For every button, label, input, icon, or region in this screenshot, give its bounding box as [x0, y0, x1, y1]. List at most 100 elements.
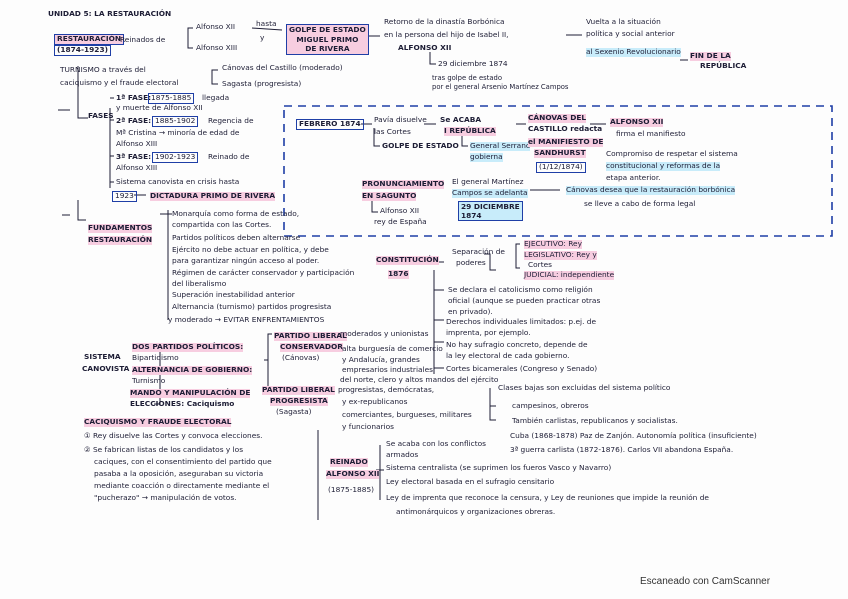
reinado-item-2: armados	[386, 450, 419, 459]
caciq-item-1: ① Rey disuelve las Cortes y convoca elec…	[84, 431, 263, 440]
const-item-6: No hay sufragio concreto, depende de	[446, 340, 588, 349]
firma-manifiesto: firma el manifiesto	[616, 129, 686, 138]
progresista-2: PROGRESISTA	[270, 396, 328, 406]
caciq-item-6: "pucherazo" → manipulación de votos.	[94, 493, 237, 502]
fase-3-label: 3ª FASE:	[116, 152, 152, 161]
y-text: y	[260, 33, 265, 42]
const-item-8: Cortes bicamerales (Congreso y Senado)	[446, 364, 598, 373]
progresista-1: PARTIDO LIBERAL	[262, 385, 335, 395]
fase-2-text3: Alfonso XIII	[116, 139, 158, 148]
vuelta-2: política y social anterior	[586, 29, 675, 38]
const-item-3: en privado).	[448, 307, 493, 316]
pavia-1: Pavía disuelve	[374, 115, 427, 124]
cons-text-3: y Andalucía, grandes	[342, 355, 420, 364]
turnismo-1: TURNISMO a través del	[60, 65, 146, 74]
reinado-1: REINADO	[330, 457, 368, 467]
reinado-item-6: Ley electoral basada en el sufragio cens…	[386, 477, 555, 486]
fase-3-text: Reinado de	[208, 152, 250, 161]
poder-ejecutivo: EJECUTIVO: Rey	[524, 239, 582, 249]
crisis-text: Sistema canovista en crisis hasta	[116, 177, 240, 186]
reinado-item-1: Se acaba con los conflictos	[386, 439, 486, 448]
fundamentos-1: FUNDAMENTOS	[88, 223, 153, 233]
retorno-golpe-2: por el general Arsenio Martínez Campos	[432, 83, 569, 91]
canovas-desea-1: Cánovas desea que la restauración borbón…	[566, 185, 736, 195]
sistema-item-3: ALTERNANCIA DE GOBIERNO:	[132, 365, 253, 375]
caciq-item-2: ② Se fabrican listas de los candidatos y…	[84, 445, 244, 454]
fase-1-text2: y muerte de Alfonso XII	[116, 103, 203, 112]
compromiso-3: etapa anterior.	[606, 173, 661, 182]
vuelta-1: Vuelta a la situación	[586, 17, 661, 26]
sistema-item-5: MANDO Y MANIPULACIÓN DE	[130, 388, 251, 398]
progresista-3: (Sagasta)	[276, 407, 312, 416]
constitucion-2: 1876	[388, 269, 409, 279]
separacion-2: poderes	[456, 258, 486, 267]
fin-republica-1: FIN DE LA	[690, 51, 731, 61]
canovas-3: el MANIFIESTO DE	[528, 137, 604, 147]
const-item-4: Derechos individuales limitados: p.ej. d…	[446, 317, 597, 326]
alfonso-xii-dashed: ALFONSO XII	[610, 117, 664, 127]
fundamento-8: Superación inestabilidad anterior	[172, 290, 295, 299]
retorno-golpe-1: tras golpe de estado	[432, 74, 503, 82]
cons-text-2: alta burguesía de comercio	[342, 344, 443, 353]
retorno-alfonso: ALFONSO XII	[398, 43, 452, 52]
party-canovas: Cánovas del Castillo (moderado)	[222, 63, 343, 72]
king-alfonso-xiii: Alfonso XIII	[196, 43, 238, 52]
poder-judicial: JUDICIAL: independiente	[524, 270, 615, 280]
poder-legislativo: LEGISLATIVO: Rey y	[524, 250, 597, 260]
dictadura-label: DICTADURA PRIMO DE RIVERA	[150, 191, 276, 201]
king-alfonso-xii: Alfonso XII	[196, 22, 236, 31]
fundamento-3: Partidos políticos deben alternarse	[172, 233, 301, 242]
prog-text-1: progresistas, demócratas,	[338, 385, 435, 394]
fundamento-5: para garantizar ningún acceso al poder.	[172, 256, 320, 265]
pronunciamiento-2: EN SAGUNTO	[362, 191, 417, 201]
pronunciamiento-1: PRONUNCIAMIENTO	[362, 179, 445, 189]
cons-text-4: empresarios industriales	[342, 365, 433, 374]
serrano-2: gobierna	[470, 152, 503, 162]
reinado-item-3: Cuba (1868-1878) Paz de Zanjón. Autonomí…	[510, 431, 757, 440]
scanner-watermark: Escaneado con CamScanner	[640, 576, 771, 587]
sistema-1: SISTEMA	[84, 352, 121, 361]
reinado-item-5: Sistema centralista (se suprimen los fue…	[386, 463, 612, 472]
fase-2-text2: Mª Cristina → minoría de edad de	[116, 128, 240, 137]
party-sagasta: Sagasta (progresista)	[222, 79, 302, 88]
serrano-1: General Serrano	[470, 141, 531, 151]
canovas-4: SANDHURST	[534, 148, 586, 158]
const-item-1: Se declara el catolicismo como religión	[448, 285, 593, 294]
fin-republica-2: REPÚBLICA	[700, 61, 747, 70]
cons-text-1: moderados y unionistas	[340, 329, 429, 338]
retorno-line-1: Retorno de la dinastía Borbónica	[384, 17, 505, 26]
fase-1-years: 1875-1885	[148, 93, 195, 104]
fase-1-label: 1ª FASE:	[116, 93, 152, 102]
fundamento-1: Monarquía como forma de estado,	[172, 209, 300, 218]
hasta-text: hasta	[256, 19, 277, 28]
prog-text-2: y ex-republicanos	[342, 397, 408, 406]
prog-text-3: comerciantes, burgueses, militares	[342, 410, 472, 419]
reinados-de: Reinados de	[120, 35, 166, 44]
martinez-2: Campos se adelanta	[452, 188, 528, 198]
alfonso-rey-1: Alfonso XII	[380, 206, 420, 215]
golpe-estado-1874: GOLPE DE ESTADO	[382, 141, 459, 150]
sistema-item-6: ELECCIONES: Caciquismo	[130, 399, 235, 408]
sistema-item-4: Turnismo	[132, 376, 166, 385]
fundamento-4: Ejército no debe actuar en política, y d…	[172, 245, 329, 254]
fase-3-text2: Alfonso XIII	[116, 163, 158, 172]
restauracion-label: RESTAURACIÓN	[54, 34, 125, 45]
sistema-2: CANOVISTA	[82, 364, 130, 373]
poder-cortes: Cortes	[528, 260, 553, 269]
fundamento-2: compartida con las Cortes.	[172, 220, 272, 229]
caciq-item-5: mediante coacción o directamente mediant…	[94, 481, 270, 490]
sistema-item-1: DOS PARTIDOS POLÍTICOS:	[132, 342, 244, 352]
reinado-item-7: Ley de imprenta que reconoce la censura,…	[386, 493, 709, 502]
vuelta-3: al Sexenio Revolucionario	[586, 47, 681, 57]
caciq-item-3: caciques, con el consentimiento del part…	[94, 457, 272, 466]
reinado-item-8: antimonárquicos y organizaciones obreras…	[396, 507, 556, 516]
conservador-2: CONSERVADOR	[280, 342, 344, 352]
fundamento-9: Alternancia (turnismo) partidos progresi…	[172, 302, 332, 311]
fases-label: FASES	[88, 111, 114, 120]
compromiso-2: constitucional y reformas de la	[606, 161, 721, 171]
unit-title: UNIDAD 5: LA RESTAURACIÓN	[48, 9, 172, 18]
fase-1-text: llegada	[202, 93, 230, 102]
reinado-3: (1875-1885)	[328, 485, 375, 494]
